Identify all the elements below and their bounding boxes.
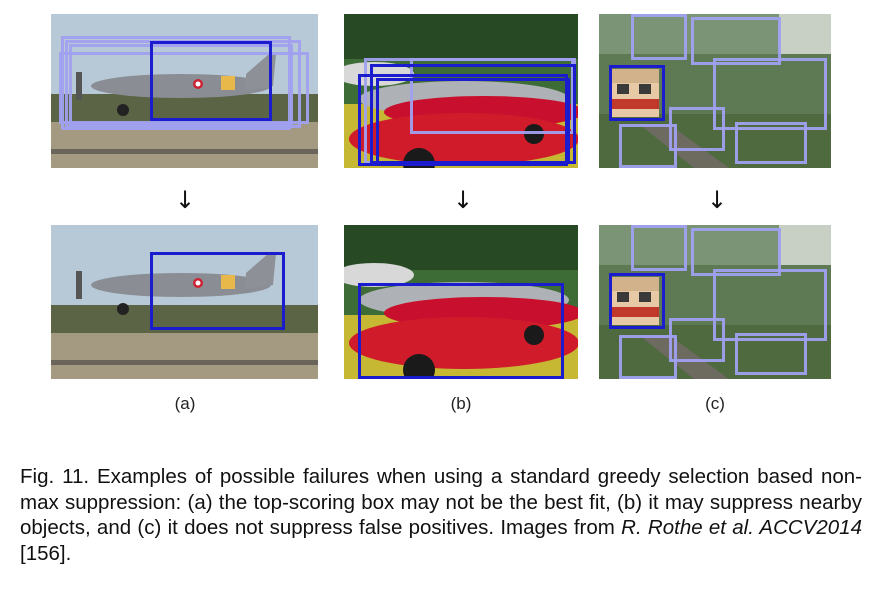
panel-b-before	[344, 14, 578, 168]
subfigure-label-a: (a)	[174, 394, 196, 413]
down-arrow-icon: ↓	[707, 186, 728, 214]
caption-text: Fig. 11. Examples of possible failures w…	[20, 465, 862, 539]
cars-image	[344, 225, 578, 379]
panel-a-before	[51, 14, 318, 168]
down-arrow-icon: ↓	[453, 186, 474, 214]
caption-citation: R. Rothe et al. ACCV2014	[621, 516, 862, 539]
airplane-image	[51, 225, 318, 379]
panel-b-after	[344, 225, 578, 379]
subfigure-label-b: (b)	[450, 394, 472, 413]
panel-c-after	[599, 225, 831, 379]
panel-a-after	[51, 225, 318, 379]
airplane-image	[51, 14, 318, 168]
subfigure-label-c: (c)	[705, 394, 725, 413]
figure-caption: Fig. 11. Examples of possible failures w…	[20, 464, 862, 566]
train-forest-image	[599, 225, 831, 379]
panel-c-before	[599, 14, 831, 168]
down-arrow-icon: ↓	[175, 186, 196, 214]
caption-reference: [156].	[20, 541, 72, 565]
